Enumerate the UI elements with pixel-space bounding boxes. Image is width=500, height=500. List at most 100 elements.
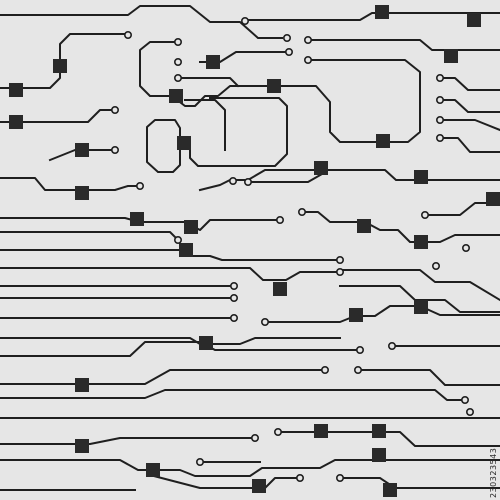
trace-line: [244, 12, 500, 21]
trace-line: [0, 341, 361, 357]
trace-line: [0, 177, 141, 191]
solder-pad: [252, 479, 266, 493]
trace-line: [439, 137, 500, 153]
solder-pad: [9, 83, 23, 97]
via-terminal: [435, 96, 444, 105]
trace-line: [177, 77, 240, 88]
trace-line: [0, 389, 466, 401]
via-terminal: [420, 211, 429, 220]
via-terminal: [241, 16, 250, 25]
trace-line: [439, 77, 500, 91]
solder-pad: [199, 336, 213, 350]
via-terminal: [124, 30, 133, 39]
trace-line: [0, 109, 116, 123]
solder-pad: [267, 79, 281, 93]
solder-pad: [75, 143, 89, 157]
solder-pad: [375, 5, 389, 19]
via-terminal: [297, 208, 306, 217]
via-terminal: [174, 57, 183, 66]
via-terminal: [465, 407, 474, 416]
solder-pad: [357, 219, 371, 233]
trace-line: [0, 437, 256, 445]
via-terminal: [435, 74, 444, 83]
solder-pad: [184, 220, 198, 234]
solder-pad: [467, 13, 481, 27]
via-terminal: [335, 255, 344, 264]
via-terminal: [174, 236, 183, 245]
via-terminal: [387, 341, 396, 350]
via-terminal: [111, 146, 120, 155]
solder-pad: [146, 463, 160, 477]
trace-line: [339, 285, 500, 313]
via-terminal: [435, 134, 444, 143]
via-terminal: [295, 473, 304, 482]
via-terminal: [435, 116, 444, 125]
trace-line: [357, 369, 500, 386]
solder-pad: [349, 308, 363, 322]
via-terminal: [111, 106, 120, 115]
via-terminal: [230, 281, 239, 290]
solder-pad: [206, 55, 220, 69]
solder-pad: [376, 134, 390, 148]
via-terminal: [230, 293, 239, 302]
trace-line: [0, 231, 180, 242]
trace-line: [307, 39, 500, 51]
solder-pad: [177, 136, 191, 150]
solder-pad: [75, 186, 89, 200]
trace-line: [0, 369, 326, 385]
trace-line: [439, 99, 500, 113]
trace-line: [0, 5, 283, 39]
trace-line: [184, 99, 226, 151]
trace-line: [339, 269, 500, 302]
trace-line: [198, 169, 500, 192]
trace-line: [0, 267, 341, 281]
via-terminal: [260, 317, 269, 326]
via-terminal: [244, 178, 253, 187]
solder-pad: [314, 424, 328, 438]
via-terminal: [229, 177, 238, 186]
via-terminal: [230, 313, 239, 322]
via-terminal: [335, 473, 344, 482]
via-terminal: [196, 457, 205, 466]
trace-line: [264, 305, 500, 323]
solder-pad: [383, 483, 397, 497]
trace-line: [0, 337, 341, 345]
solder-pad: [75, 439, 89, 453]
via-terminal: [275, 216, 284, 225]
via-terminal: [284, 47, 293, 56]
via-terminal: [355, 345, 364, 354]
solder-pad: [372, 448, 386, 462]
trace-line: [183, 97, 288, 167]
trace-line: [439, 119, 500, 132]
trace-line: [247, 172, 324, 183]
via-terminal: [273, 427, 282, 436]
via-terminal: [303, 35, 312, 44]
trace-line: [301, 211, 500, 243]
solder-pad: [75, 378, 89, 392]
via-terminal: [460, 395, 469, 404]
solder-pad: [314, 161, 328, 175]
via-terminal: [303, 55, 312, 64]
via-terminal: [320, 365, 329, 374]
solder-pad: [273, 282, 287, 296]
solder-pad: [372, 424, 386, 438]
via-terminal: [353, 365, 362, 374]
solder-pad: [486, 192, 500, 206]
via-terminal: [174, 74, 183, 83]
via-terminal: [174, 37, 183, 46]
solder-pad: [9, 115, 23, 129]
solder-pad: [414, 300, 428, 314]
solder-pad: [414, 235, 428, 249]
via-terminal: [461, 244, 470, 253]
trace-line: [339, 477, 500, 489]
solder-pad: [414, 170, 428, 184]
solder-pad: [130, 212, 144, 226]
trace-line: [0, 249, 341, 261]
solder-pad: [53, 59, 67, 73]
solder-pad: [444, 49, 458, 63]
via-terminal: [251, 433, 260, 442]
trace-line: [139, 41, 421, 143]
via-terminal: [431, 261, 440, 270]
